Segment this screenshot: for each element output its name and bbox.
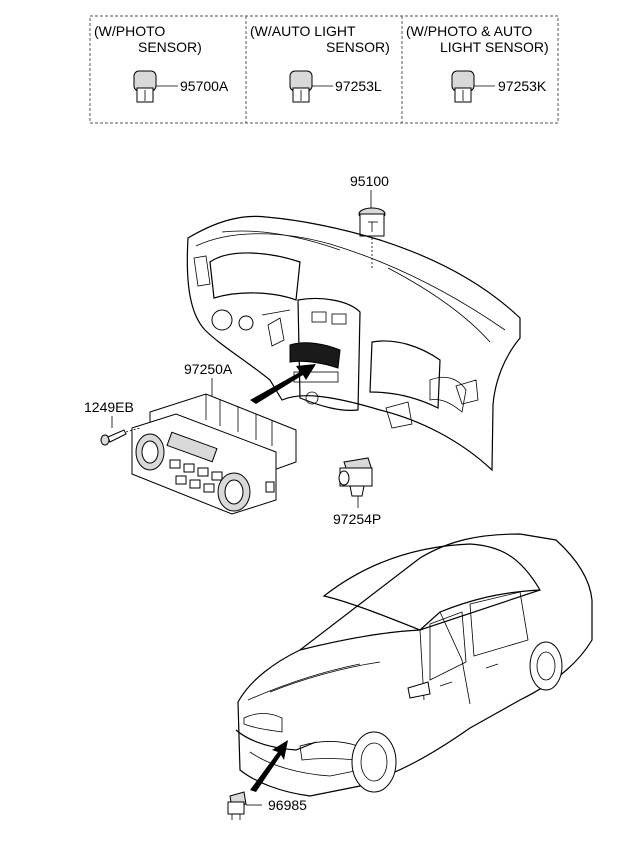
auto-light-sensor-icon <box>289 70 313 103</box>
photo-sensor-icon <box>133 70 157 103</box>
install-arrow <box>250 364 316 404</box>
dashboard-illustration <box>186 215 521 472</box>
option-2-heading-line2: SENSOR) <box>326 39 390 55</box>
option-3-heading-line2: LIGHT SENSOR) <box>440 39 549 55</box>
option-1-part-number: 95700A <box>180 78 229 94</box>
left-knob-icon <box>135 433 165 471</box>
option-3-heading-line1: (W/PHOTO & AUTO <box>406 23 532 39</box>
label-95100: 95100 <box>350 173 389 189</box>
right-knob-icon <box>217 472 251 512</box>
option-3-part-number: 97253K <box>498 78 547 94</box>
button-row <box>169 459 223 493</box>
option-2-heading-line1: (W/AUTO LIGHT <box>250 23 356 39</box>
option-2-part-number: 97253L <box>335 78 382 94</box>
label-1249EB: 1249EB <box>84 399 134 415</box>
climate-control-panel <box>131 393 297 515</box>
label-97250A: 97250A <box>184 361 233 377</box>
screw-icon <box>100 429 127 446</box>
label-97254P: 97254P <box>333 511 381 527</box>
connector-icon <box>338 457 373 497</box>
bumper-arrow <box>250 740 288 792</box>
photo-auto-light-sensor-icon <box>451 70 475 103</box>
dash-sensor-icon <box>358 207 386 237</box>
label-96985: 96985 <box>268 797 307 813</box>
bumper-sensor-icon <box>227 791 247 820</box>
option-table: (W/PHOTO SENSOR) 95700A (W/AUTO LIGHT SE… <box>89 15 559 124</box>
car-illustration <box>235 533 593 797</box>
option-1-heading-line1: (W/PHOTO <box>94 23 165 39</box>
option-1-heading-line2: SENSOR) <box>138 39 202 55</box>
